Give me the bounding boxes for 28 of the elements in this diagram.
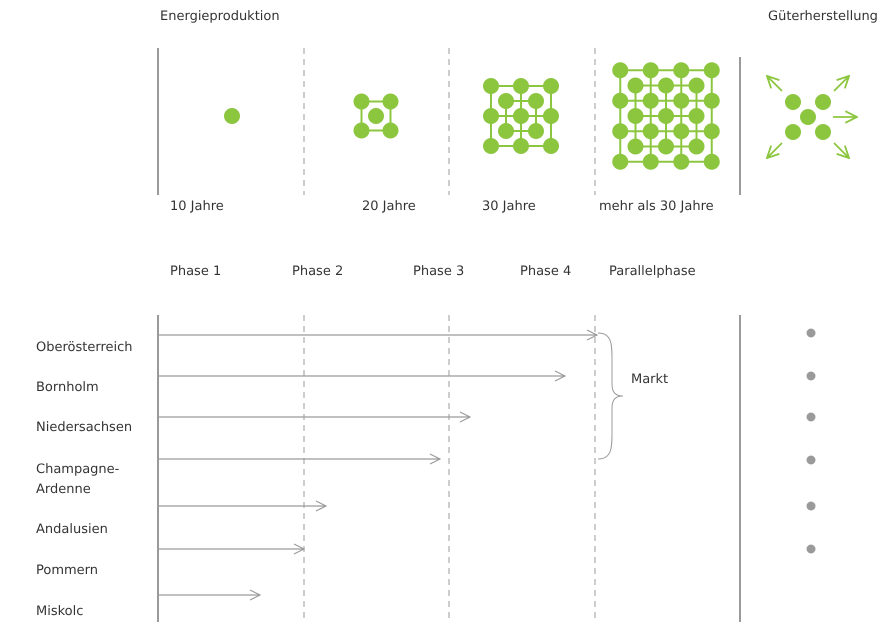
text-label: 30 Jahre (482, 198, 536, 216)
text-label: mehr als 30 Jahre (599, 198, 714, 216)
text-label: Parallelphase (609, 263, 696, 281)
text-label: 20 Jahre (362, 198, 416, 216)
arrow (159, 589, 261, 601)
text-label: Phase 2 (292, 263, 344, 281)
arrow (159, 370, 566, 382)
brace-label: Markt (631, 371, 668, 389)
text-label: Phase 3 (413, 263, 464, 281)
region-label: Pommern (36, 561, 146, 581)
arrow (159, 543, 305, 555)
region-label: Bornholm (36, 378, 146, 398)
arrow (159, 453, 441, 465)
text-label: 10 Jahre (170, 198, 224, 216)
text-label: Energieproduktion (160, 8, 280, 26)
region-label: Miskolc (36, 602, 146, 622)
region-label: Oberösterreich (36, 338, 146, 358)
arrow (159, 329, 598, 341)
text-label: Phase 1 (170, 263, 222, 281)
timeline-bar (157, 315, 159, 622)
region-label: Andalusien (36, 520, 146, 540)
region-label: Niedersachsen (36, 418, 146, 438)
region-label: Champagne-Ardenne (36, 460, 136, 500)
text-label: Güterherstellung (768, 8, 878, 26)
text-label: Phase 4 (520, 263, 572, 281)
arrow (159, 411, 471, 423)
curly-brace (598, 333, 623, 459)
arrow (159, 500, 327, 512)
